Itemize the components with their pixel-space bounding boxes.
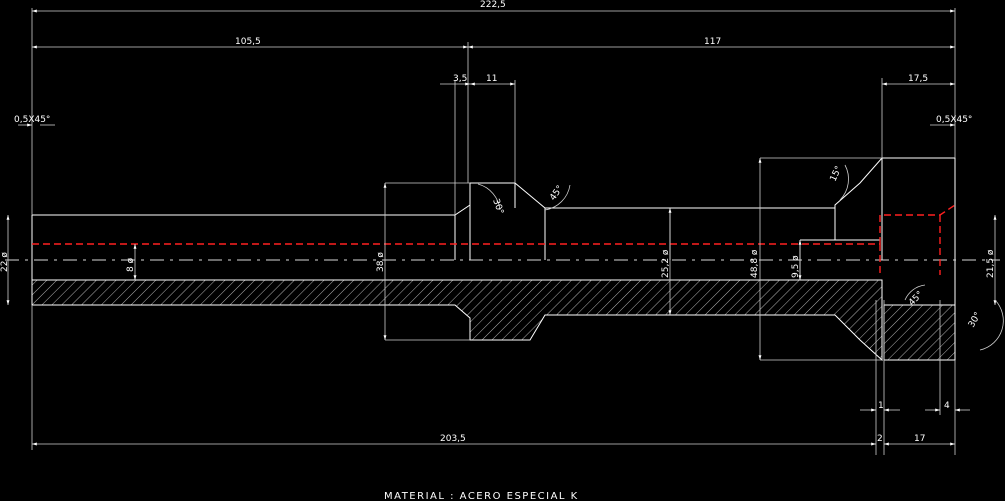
dim-dia-9-5: 9,5 ø [791,255,801,278]
part-lower-section [31,279,956,362]
dim-dia-48-8: 48,8 ø [750,249,760,278]
dim-dia-21-5: 21,5 ø [986,249,996,278]
dimension-lines [6,8,1004,455]
dim-chamfer-left: 0,5X45° [14,115,50,125]
dim-head-length: 17,5 [908,74,928,84]
dim-left-section: 105,5 [235,37,261,47]
dim-dia-25-2: 25,2 ø [661,249,671,278]
dim-bottom-length: 203,5 [440,434,466,444]
dim-collar-gap: 3,5 [453,74,467,84]
dim-dia-38: 38 ø [376,252,386,272]
dim-overall-length: 222,5 [480,0,506,10]
material-note: MATERIAL : ACERO ESPECIAL K [384,491,579,501]
dim-gap-1: 1 [878,401,884,411]
dim-chamfer-right: 0,5X45° [936,115,972,125]
dim-gap-4: 4 [944,401,950,411]
dim-gap-2: 2 [877,434,883,444]
dim-collar-width: 11 [486,74,497,84]
dim-angle-30-a: 30° [490,198,505,216]
dim-dia-8: 8 ø [126,257,136,272]
dim-dia-22: 22 ø [0,252,10,272]
dim-angle-15: 15° [829,165,845,184]
dim-right-section: 117 [704,37,721,47]
dim-angle-30-b: 30° [967,311,984,330]
head-bore-hidden [879,204,956,244]
dim-end-17: 17 [914,434,925,444]
